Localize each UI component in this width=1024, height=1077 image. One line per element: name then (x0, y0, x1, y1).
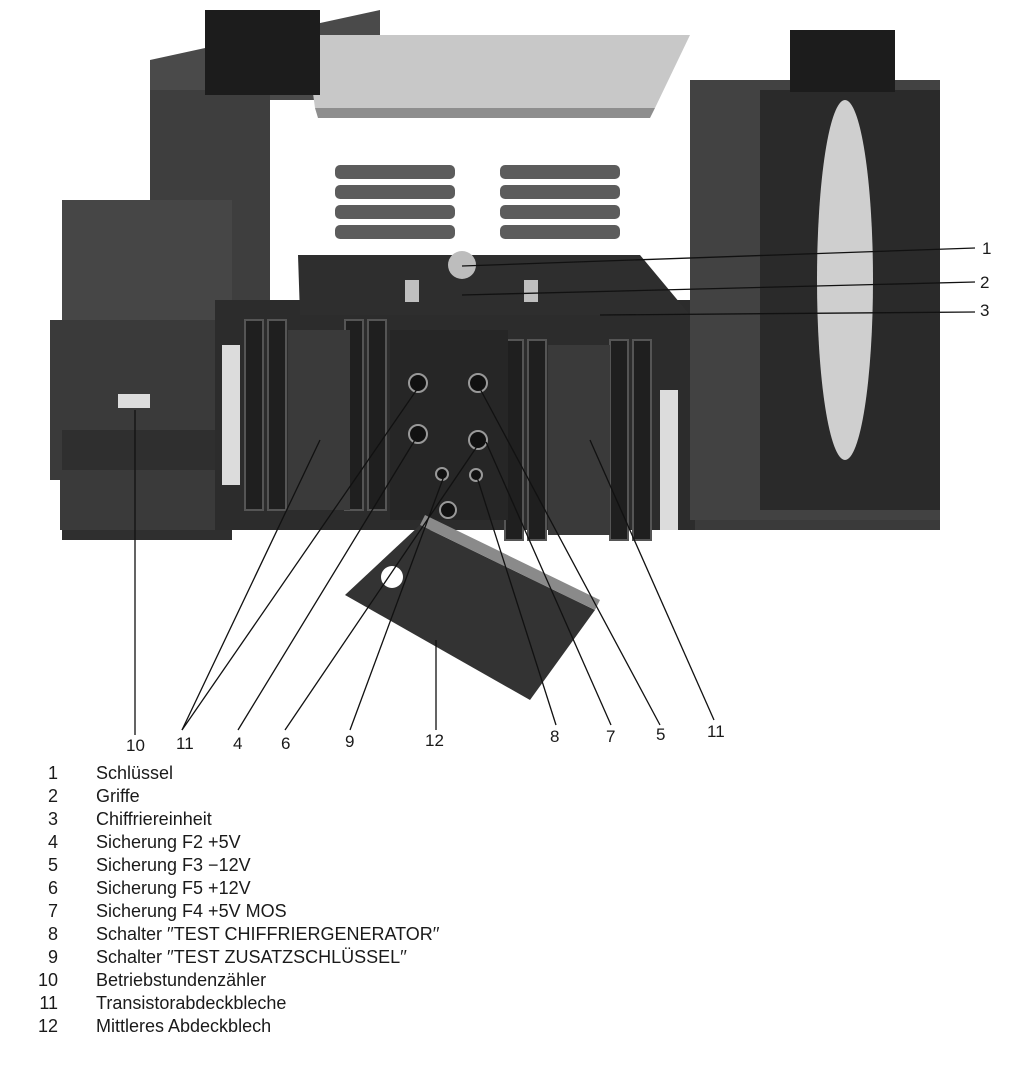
fuse-panel (390, 330, 508, 520)
legend-item: 7 Sicherung F4 +5V MOS (30, 900, 730, 923)
side-handle-right (660, 390, 678, 530)
legend-item: 2 Griffe (30, 785, 730, 808)
legend-text: Griffe (96, 786, 140, 806)
transistor-cover-left (288, 330, 350, 510)
heatsink-right (504, 339, 652, 541)
callout-3: 3 (980, 301, 990, 320)
device-photo (50, 10, 976, 735)
key-icon (448, 251, 476, 279)
legend-text: Transistorabdeckbleche (96, 993, 287, 1013)
callout-11-left: 11 (176, 734, 194, 753)
legend-item: 12 Mittleres Abdeckblech (30, 1015, 730, 1038)
cipher-unit (298, 255, 690, 315)
callout-7: 7 (606, 727, 616, 746)
legend-number: 9 (47, 947, 58, 967)
legend-text: Sicherung F2 +5V (96, 832, 241, 852)
top-lid (305, 35, 690, 118)
side-handle-left (222, 345, 240, 485)
legend-number: 10 (37, 970, 58, 990)
callout-5: 5 (656, 725, 666, 744)
callout-11-right: 11 (707, 722, 725, 741)
legend-number: 1 (47, 763, 58, 783)
legend-item: 6 Sicherung F5 +12V (30, 877, 730, 900)
leader-lines (134, 247, 976, 735)
legend-text: Sicherung F3 −12V (96, 855, 251, 875)
legend-number: 7 (47, 901, 58, 921)
legend-number: 6 (47, 878, 58, 898)
legend-number: 5 (47, 855, 58, 875)
legend-item: 4 Sicherung F2 +5V (30, 831, 730, 854)
legend-item: 5 Sicherung F3 −12V (30, 854, 730, 877)
fuse-holders (408, 373, 488, 519)
transistor-cover-right (548, 345, 610, 535)
legend-text: Sicherung F5 +12V (96, 878, 251, 898)
legend-item: 11 Transistorabdeckbleche (30, 992, 730, 1015)
callout-8: 8 (550, 727, 560, 746)
handle-left (405, 280, 419, 302)
reel (817, 100, 873, 460)
legend-text: Schalter ′′TEST ZUSATZSCHLÜSSEL′′ (96, 947, 407, 967)
handle-right (524, 280, 538, 302)
middle-cover-plate (345, 525, 595, 700)
legend-number: 8 (47, 924, 58, 944)
legend-number: 4 (47, 832, 58, 852)
parts-legend: 1 Schlüssel 2 Griffe 3 Chiffriereinheit … (30, 762, 730, 1038)
vent-grille (335, 165, 620, 239)
callout-4: 4 (233, 734, 243, 753)
legend-text: Chiffriereinheit (96, 809, 212, 829)
hour-counter (118, 394, 150, 408)
legend-number: 2 (47, 786, 58, 806)
callout-12: 12 (425, 731, 444, 750)
legend-text: Mittleres Abdeckblech (96, 1016, 272, 1036)
legend-item: 3 Chiffriereinheit (30, 808, 730, 831)
legend-item: 8 Schalter ′′TEST CHIFFRIERGENERATOR′′ (30, 923, 730, 946)
legend-item: 10 Betriebstundenzähler (30, 969, 730, 992)
legend-text: Schlüssel (96, 763, 174, 783)
callout-10: 10 (126, 736, 145, 755)
legend-text: Betriebstundenzähler (96, 970, 267, 990)
legend-number: 12 (37, 1016, 58, 1036)
callout-9: 9 (345, 732, 355, 751)
legend-number: 3 (47, 809, 58, 829)
legend-text: Schalter ′′TEST CHIFFRIERGENERATOR′′ (96, 924, 440, 944)
callout-6: 6 (281, 734, 291, 753)
callout-2: 2 (980, 273, 990, 292)
callout-1: 1 (982, 239, 992, 258)
legend-number: 11 (39, 993, 58, 1013)
legend-text: Sicherung F4 +5V MOS (96, 901, 287, 921)
legend-item: 9 Schalter ′′TEST ZUSATZSCHLÜSSEL′′ (30, 946, 730, 969)
legend-item: 1 Schlüssel (30, 762, 730, 785)
